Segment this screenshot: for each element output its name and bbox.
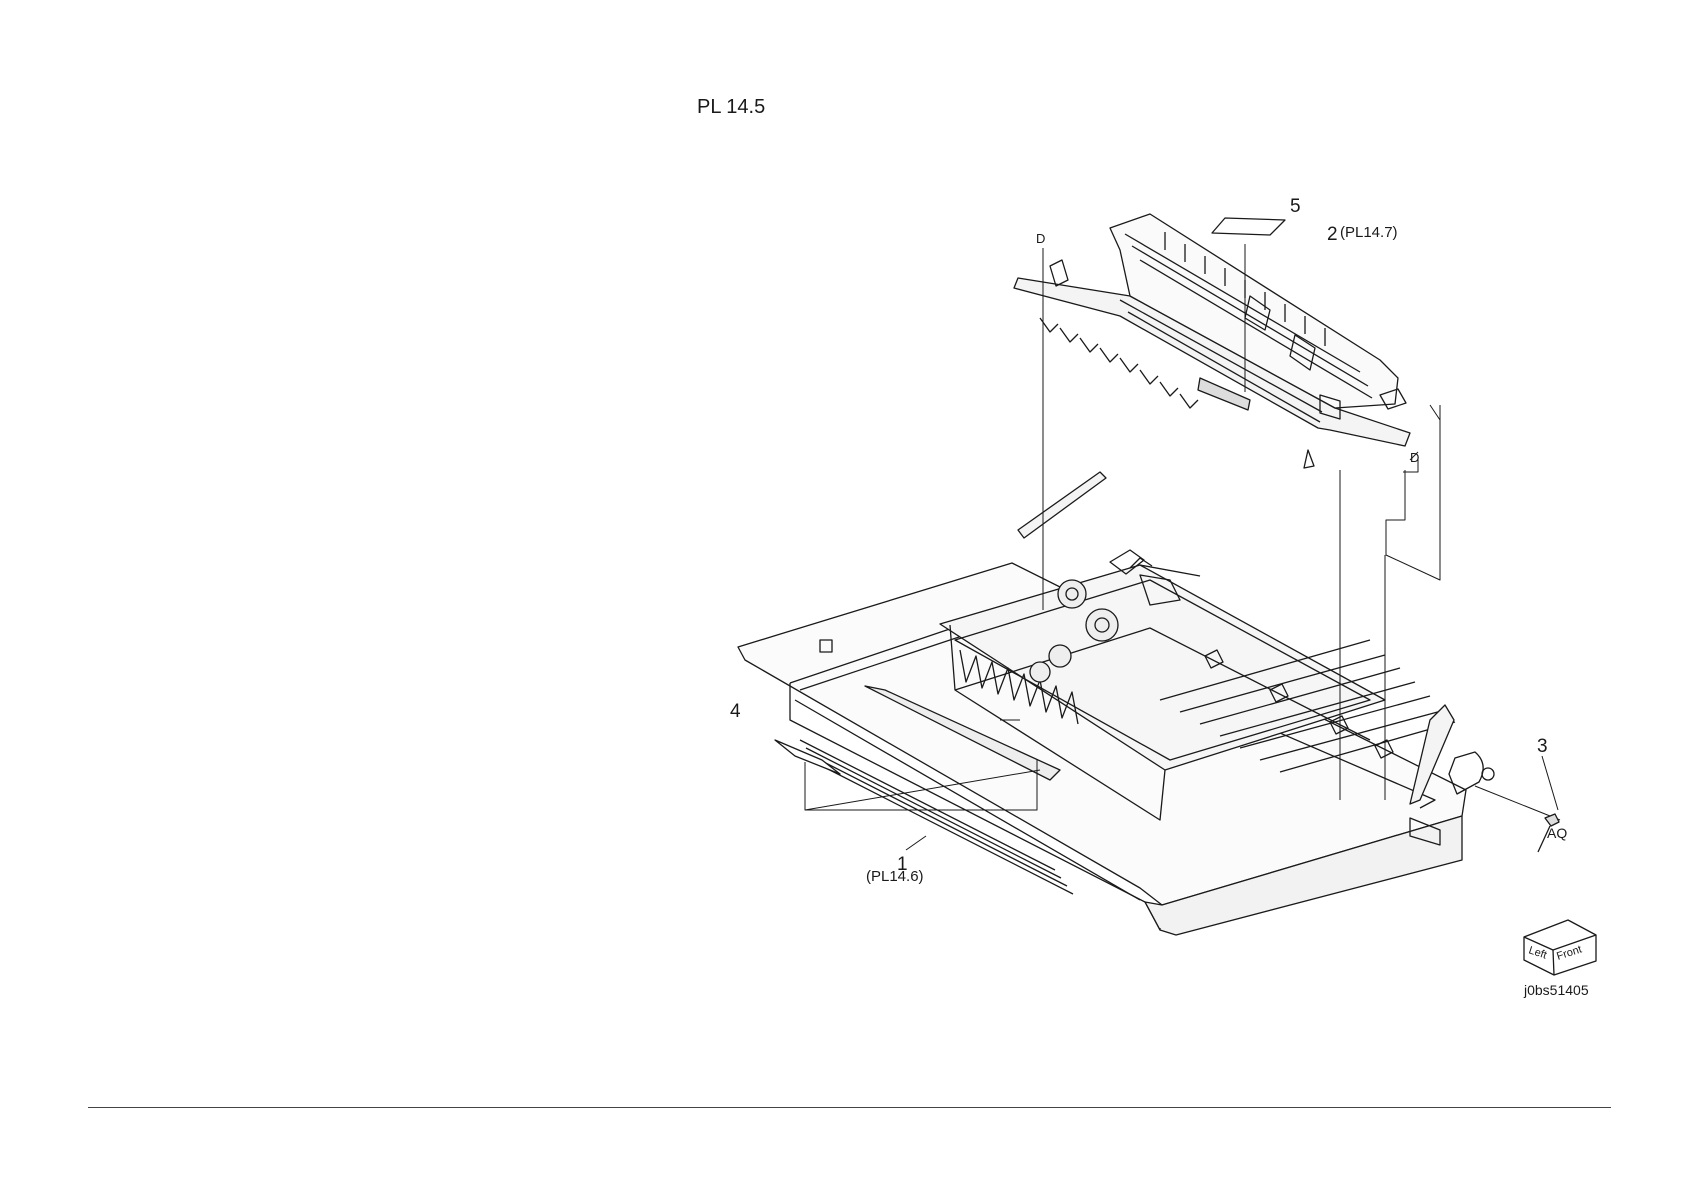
upper-chute-assembly	[1014, 214, 1410, 468]
callout-3-number: 3	[1537, 736, 1548, 757]
image-id: j0bs51405	[1523, 982, 1589, 998]
callout-2-reference: (PL14.7)	[1340, 224, 1398, 241]
mark-aq: AQ	[1547, 825, 1567, 841]
callout-4-number: 4	[730, 701, 741, 722]
label-4-sticker	[775, 740, 840, 774]
callout-5-number: 5	[1290, 196, 1301, 217]
bottom-rule	[88, 1107, 1611, 1108]
label-5-sticker	[1212, 218, 1285, 235]
mark-d-top: D	[1036, 231, 1045, 246]
callout-2-number: 2	[1327, 224, 1338, 245]
lower-tray-assembly	[738, 472, 1494, 935]
mark-d-right: D	[1410, 450, 1419, 465]
callout-1-reference: (PL14.6)	[866, 868, 924, 885]
